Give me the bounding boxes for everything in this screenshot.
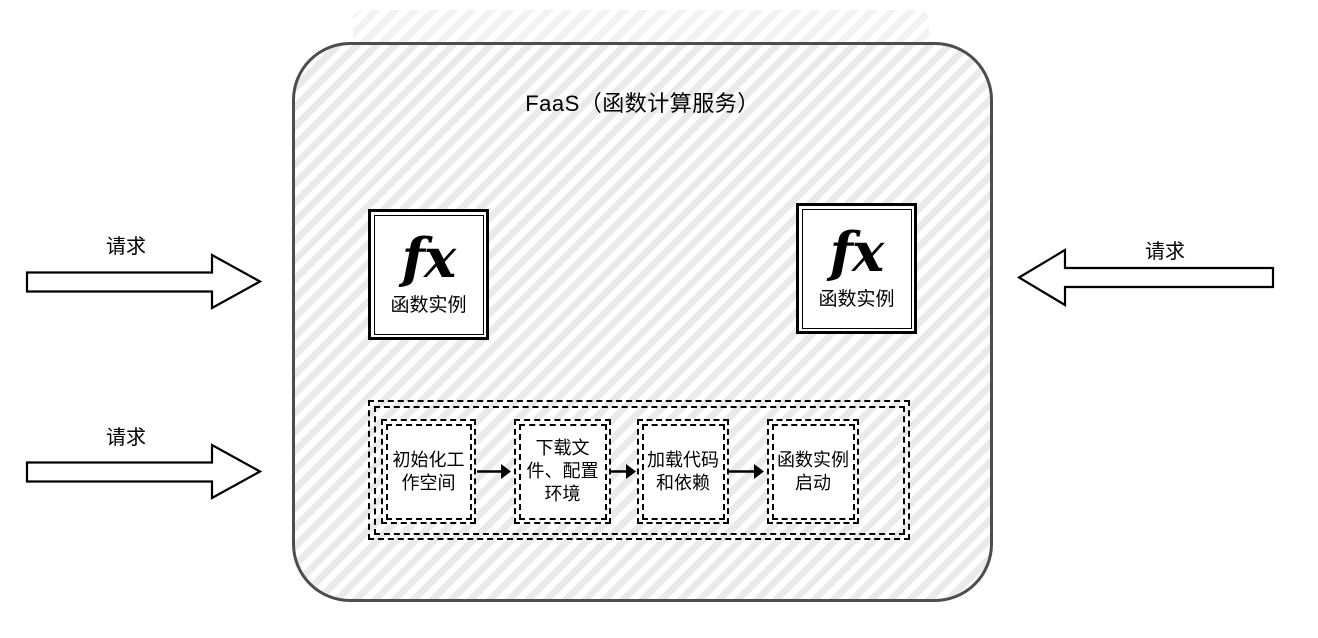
pipeline-step-label: 初始化工 作空间: [392, 449, 465, 493]
function-instance-right: fx 函数实例: [796, 203, 917, 334]
faas-title: FaaS（函数计算服务）: [525, 91, 760, 116]
request-arrow-top-left: [25, 253, 263, 310]
pipeline-step-label: 下载文 件、配置 环境: [526, 438, 599, 504]
request-arrow-bottom-left: [25, 443, 263, 500]
startup-pipeline-container: 初始化工 作空间 下载文 件、配置 环境 加载代码 和依赖 函数实例 启动: [368, 400, 910, 540]
request-label-top-left: 请求: [106, 236, 146, 258]
pipeline-step-label: 函数实例 启动: [777, 449, 849, 493]
function-instance-label: 函数实例: [390, 294, 467, 316]
function-instance-left: fx 函数实例: [368, 209, 489, 340]
fx-icon: fx: [829, 219, 884, 284]
pipeline-step-load-code: 加载代码 和依赖: [637, 419, 729, 524]
request-label-right: 请求: [1145, 241, 1185, 263]
function-instance-label: 函数实例: [818, 288, 895, 310]
request-label-bottom-left: 请求: [106, 427, 146, 449]
pipeline-step-init-workspace: 初始化工 作空间: [381, 419, 476, 524]
pipeline-step-instance-start: 函数实例 启动: [767, 419, 859, 524]
pipeline-step-download-config: 下载文 件、配置 环境: [514, 419, 611, 524]
pipeline-step-label: 加载代码 和依赖: [647, 449, 719, 493]
fx-icon: fx: [401, 225, 456, 290]
